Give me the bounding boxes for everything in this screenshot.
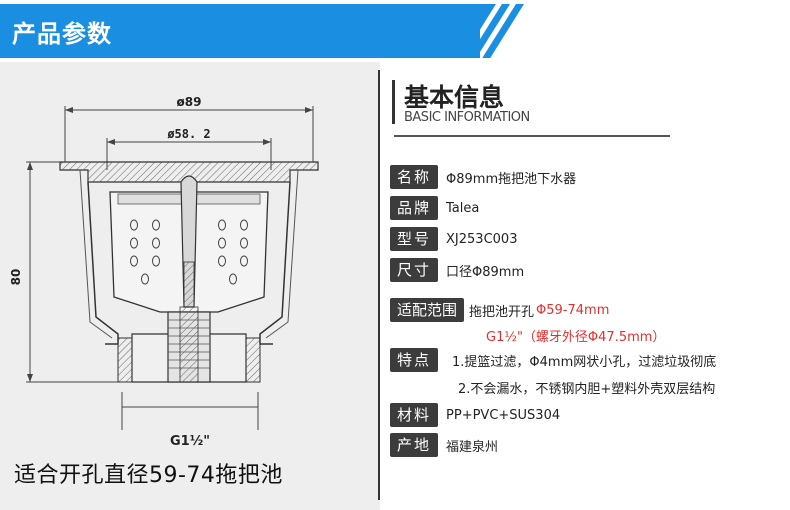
spec-row-material: 材料 PP+PVC+SUS304 <box>390 403 560 427</box>
spec-row-origin: 产地 福建泉州 <box>390 433 498 457</box>
header-banner: 产品参数 <box>0 0 790 62</box>
spec-label: 特点 <box>390 348 439 372</box>
spec-label: 型号 <box>390 227 439 251</box>
spec-value: 口径Φ89mm <box>446 264 525 280</box>
spec-label: 尺寸 <box>390 258 439 282</box>
fit-thread-line: G1½"（螺牙外径Φ47.5mm） <box>486 330 666 345</box>
info-accent-bar <box>392 80 395 124</box>
spec-value: Φ89mm拖把池下水器 <box>446 171 577 187</box>
spec-value: PP+PVC+SUS304 <box>446 407 561 423</box>
banner-bar <box>0 4 480 58</box>
spec-label: 产地 <box>390 433 439 457</box>
caption: 适合开孔直径59-74拖把池 <box>14 463 283 488</box>
spec-label: 材料 <box>390 403 439 427</box>
feature-line: 2.不会漏水，不锈钢内胆+塑料外壳双层结构 <box>458 382 716 397</box>
spec-value: XJ253C003 <box>446 231 518 247</box>
spec-row-brand: 品牌 Talea <box>390 196 479 220</box>
dim-inner-label: ø58. 2 <box>167 127 210 141</box>
spec-value: Talea <box>446 200 480 216</box>
spec-label: 适配范围 <box>390 298 465 322</box>
technical-drawing: ø89 ø58. 2 80 G1½" <box>9 95 319 449</box>
spec-label: 名称 <box>390 165 439 189</box>
spec-row-name: 名称 Φ89mm拖把池下水器 <box>390 165 576 189</box>
info-rule <box>394 135 670 137</box>
header-title: 产品参数 <box>12 20 112 48</box>
info-subtitle: BASIC INFORMATION <box>404 110 530 125</box>
fit-value-prefix: 拖把池开孔 <box>469 304 535 320</box>
spec-row-fit: 适配范围 拖把池开孔 Φ59-74mm <box>390 298 609 322</box>
spec-label: 品牌 <box>390 196 439 220</box>
divider <box>378 70 380 500</box>
feature-line: 1.提篮过滤，Φ4mm网状小孔，过滤垃圾彻底 <box>452 354 717 370</box>
info-title: 基本信息 <box>404 83 505 112</box>
spec-row-size: 尺寸 口径Φ89mm <box>390 258 524 282</box>
dim-outer-label: ø89 <box>177 95 202 109</box>
fit-value-range: Φ59-74mm <box>536 302 610 318</box>
spec-row-model: 型号 XJ253C003 <box>390 227 517 251</box>
thread-label: G1½" <box>170 434 210 449</box>
spec-value: 福建泉州 <box>446 439 499 455</box>
dim-height-label: 80 <box>9 269 23 286</box>
spec-row-features: 特点 1.提篮过滤，Φ4mm网状小孔，过滤垃圾彻底 <box>390 348 716 372</box>
drawing-panel: ø89 ø58. 2 80 G1½" 适合开孔直径59-74拖把池 <box>0 62 380 510</box>
